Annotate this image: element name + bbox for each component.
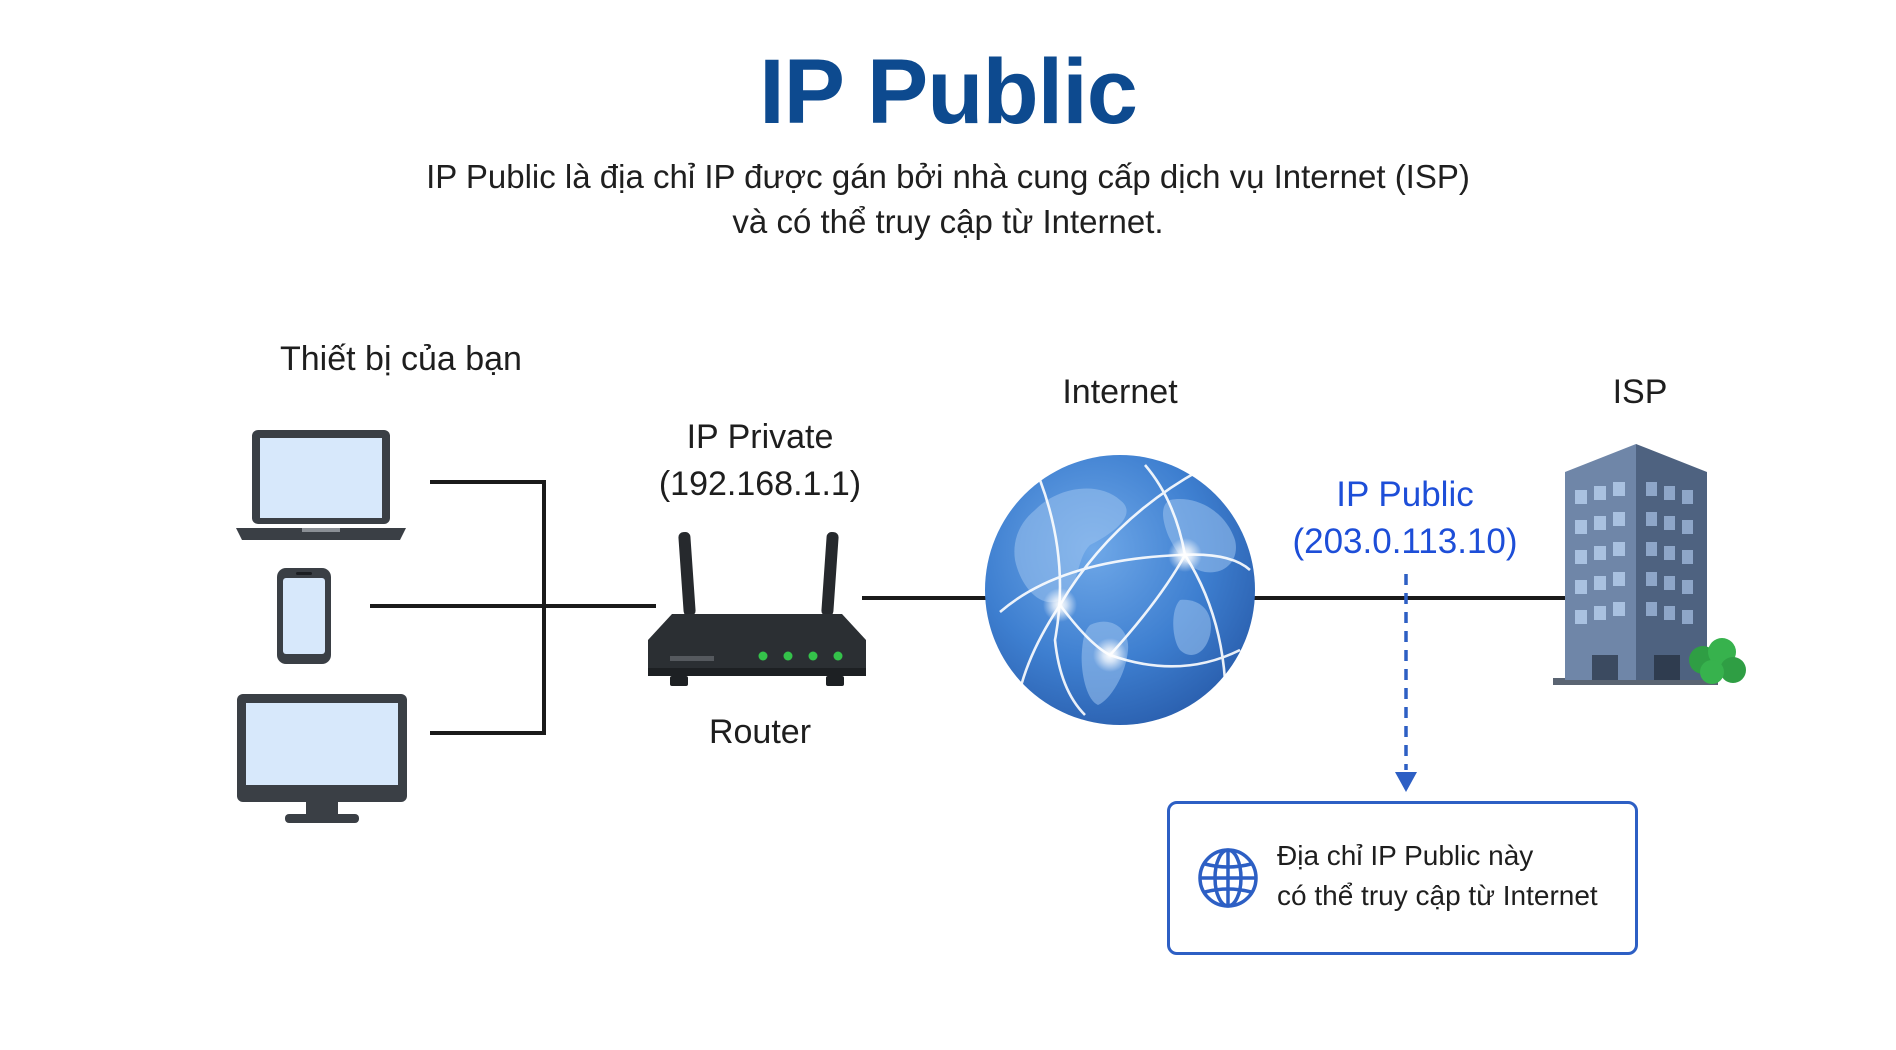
page-title: IP Public bbox=[759, 41, 1138, 143]
description-line-2: và có thể truy cập từ Internet. bbox=[732, 203, 1164, 240]
devices-label: Thiết bị của bạn bbox=[280, 340, 522, 378]
note-line-2: có thể truy cập từ Internet bbox=[1277, 880, 1598, 911]
device-connector-lines bbox=[370, 480, 656, 735]
note-line-1: Địa chỉ IP Public này bbox=[1277, 840, 1534, 871]
router-icon bbox=[648, 532, 866, 686]
public-ip-label: IP Public bbox=[1336, 475, 1474, 514]
laptop-icon bbox=[236, 430, 406, 540]
router-label: Router bbox=[708, 713, 812, 751]
smartphone-icon bbox=[277, 568, 331, 664]
public-ip-note-box: Địa chỉ IP Public này có thể truy cập từ… bbox=[1167, 801, 1638, 955]
description-line-1: IP Public là địa chỉ IP được gán bởi nhà… bbox=[426, 158, 1470, 195]
globe-grid-icon bbox=[1198, 848, 1258, 908]
desktop-monitor-icon bbox=[237, 694, 407, 823]
isp-building-icon bbox=[1553, 444, 1746, 685]
public-ip-value: (203.0.113.10) bbox=[1292, 522, 1518, 561]
isp-label: ISP bbox=[1612, 373, 1668, 411]
router-ip-label: IP Private bbox=[686, 418, 834, 456]
internet-label: Internet bbox=[1062, 373, 1178, 411]
router-ip-value: (192.168.1.1) bbox=[658, 465, 862, 503]
arrow-down-icon bbox=[1395, 772, 1417, 792]
globe-icon bbox=[985, 455, 1255, 725]
